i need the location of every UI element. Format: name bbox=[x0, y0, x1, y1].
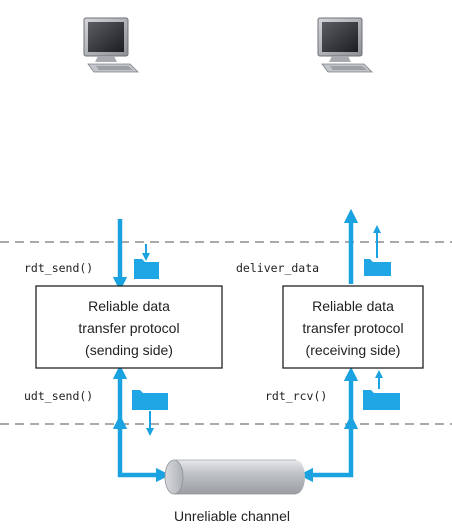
label-deliver-data: deliver_data bbox=[236, 261, 319, 275]
receiver-box-line-2: transfer protocol bbox=[302, 320, 403, 336]
receiver-box-line-3: (receiving side) bbox=[306, 342, 401, 358]
sender-box-line-2: transfer protocol bbox=[78, 320, 179, 336]
sender-box-line-1: Reliable data bbox=[88, 298, 170, 314]
label-udt-send: udt_send() bbox=[24, 389, 93, 403]
receiver-protocol-box bbox=[282, 285, 424, 369]
label-rdt-send: rdt_send() bbox=[24, 261, 93, 275]
packet-icon-deliver-data bbox=[364, 259, 391, 276]
sender-computer-icon bbox=[83, 17, 139, 73]
channel-caption: Unreliable channel bbox=[174, 508, 290, 524]
sender-protocol-box bbox=[35, 285, 223, 369]
sender-channel-link bbox=[112, 414, 171, 483]
receiver-channel-link bbox=[298, 414, 359, 483]
packet-icon-rdt-rcv bbox=[363, 390, 400, 410]
sender-box-line-3: (sending side) bbox=[85, 342, 173, 358]
label-rdt-rcv: rdt_rcv() bbox=[265, 389, 327, 403]
packet-icon-udt-send bbox=[132, 390, 168, 410]
receiver-box-line-1: Reliable data bbox=[312, 298, 394, 314]
unreliable-channel-cylinder bbox=[164, 459, 305, 495]
packet-icon-rdt-send bbox=[134, 259, 159, 279]
receiver-computer-icon bbox=[317, 17, 373, 73]
